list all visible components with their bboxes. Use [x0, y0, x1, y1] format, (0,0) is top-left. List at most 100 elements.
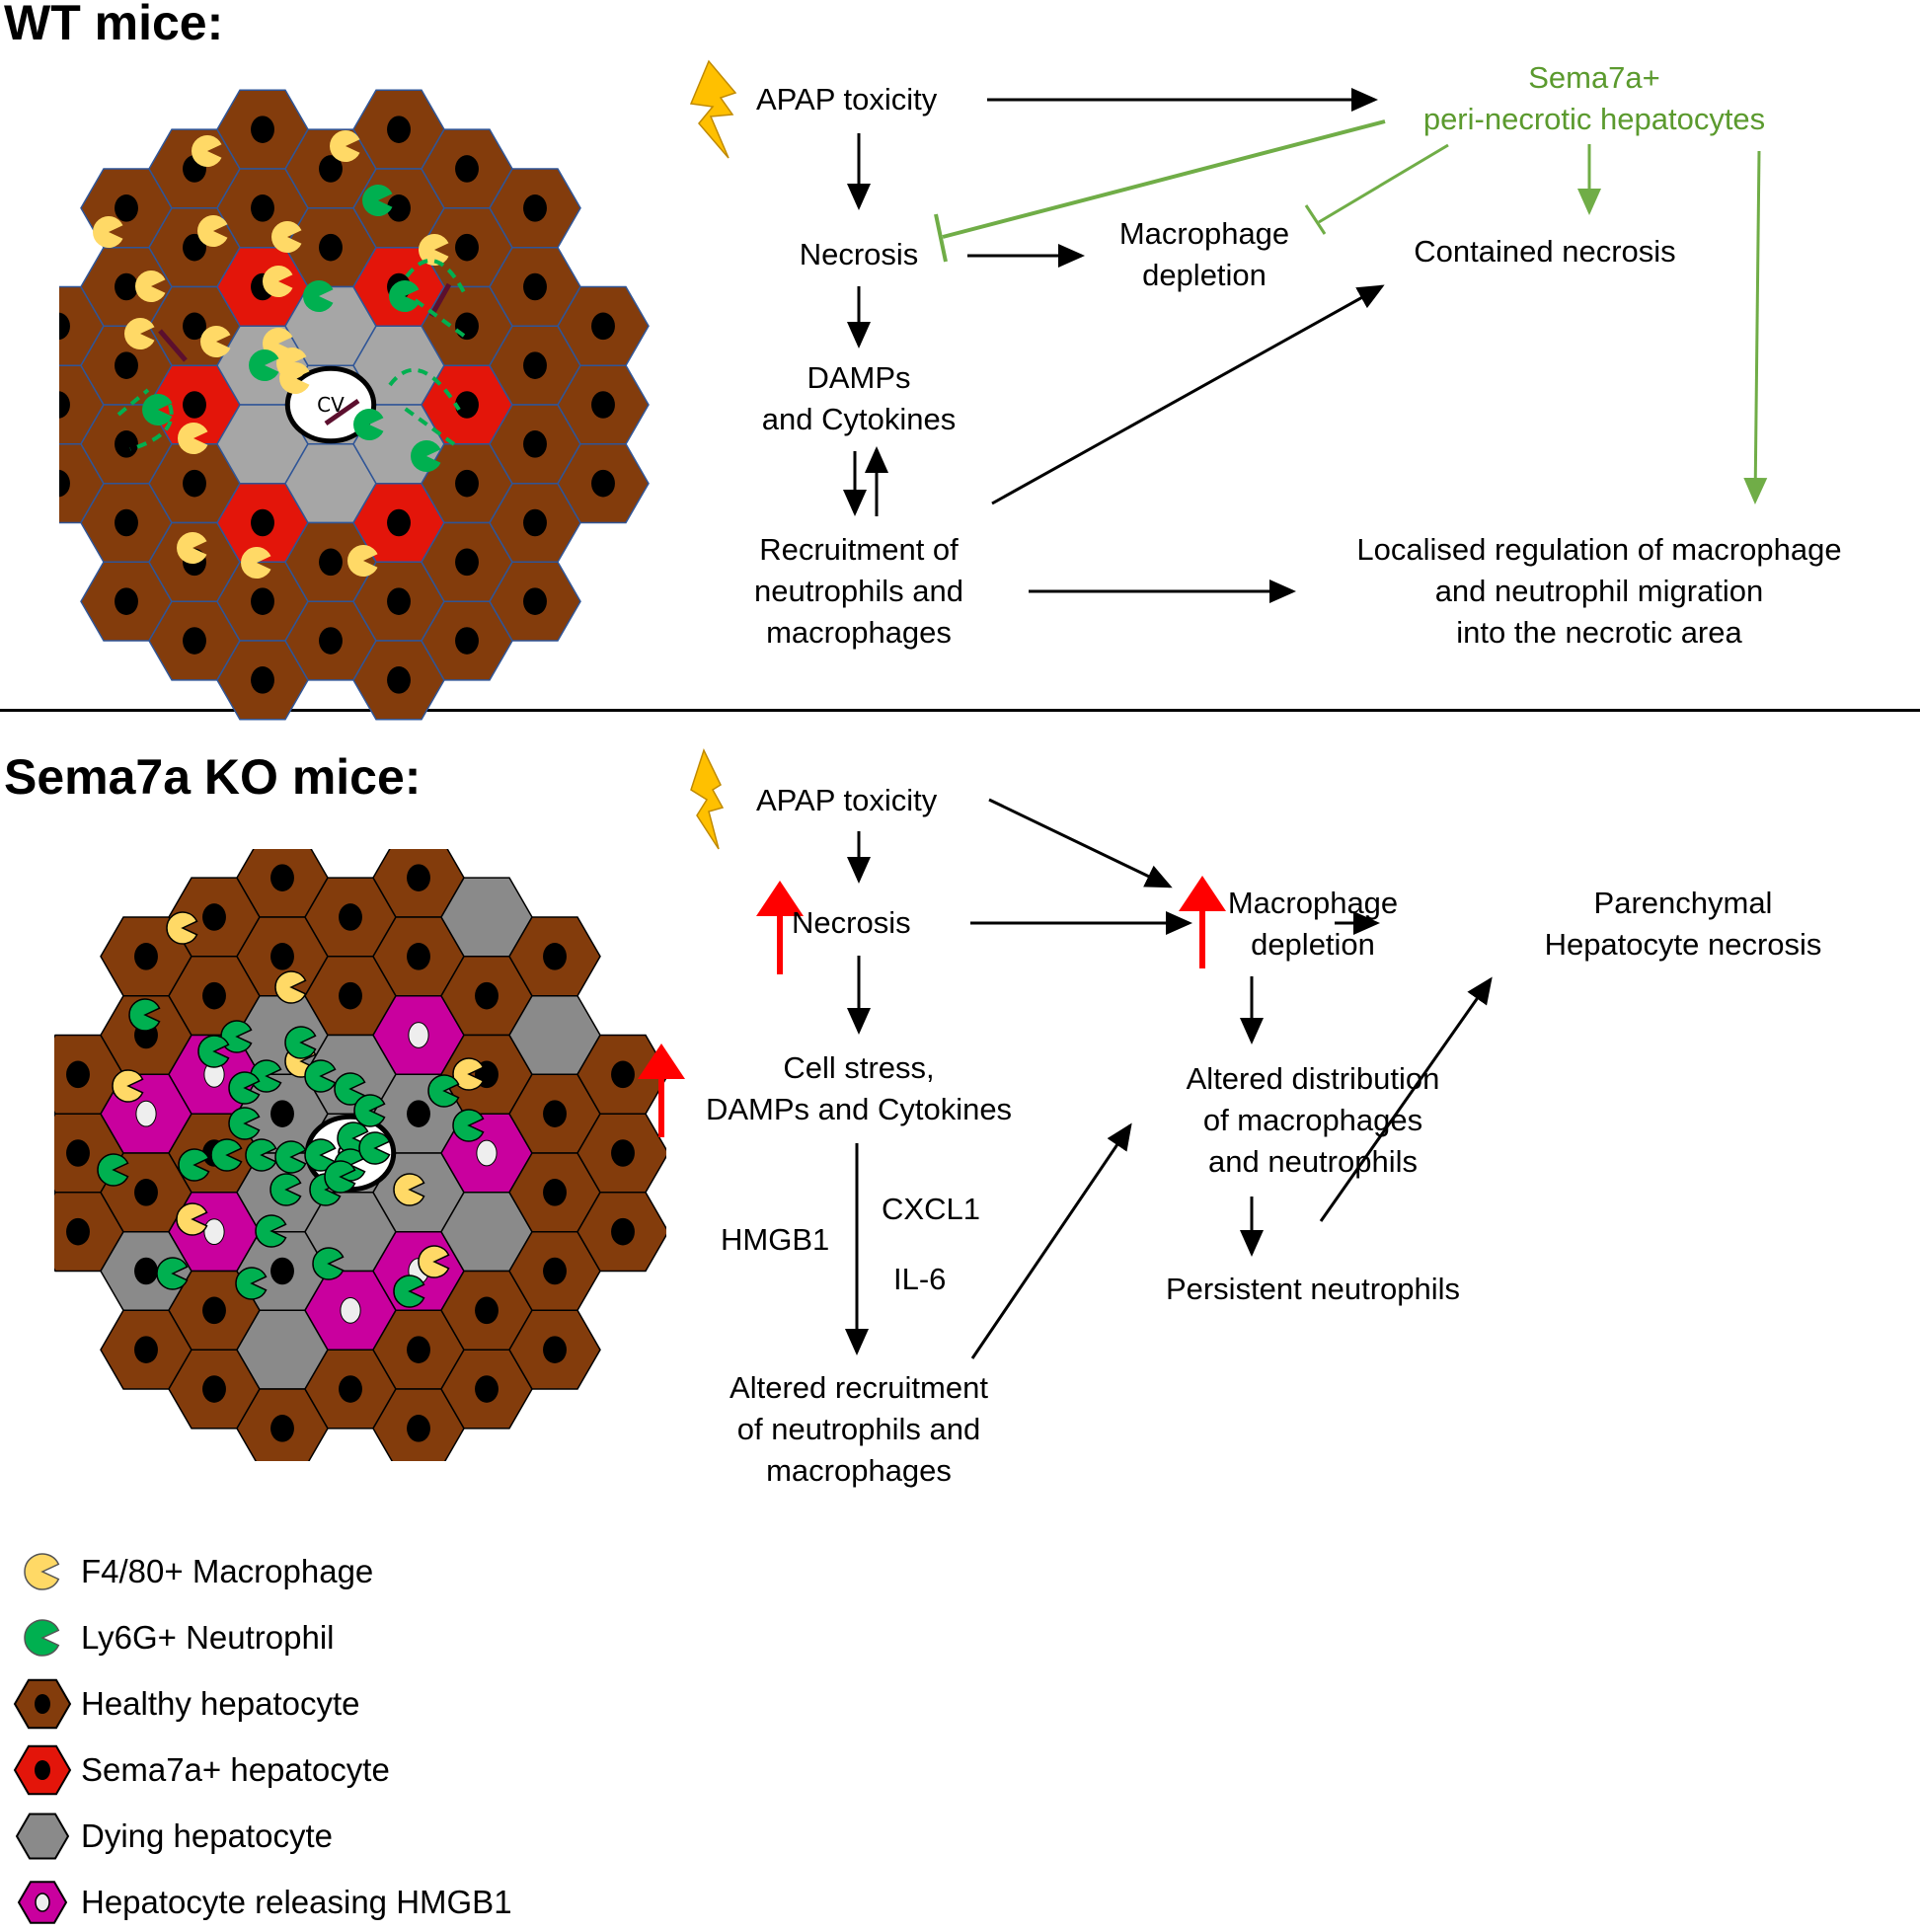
- macrophage-cell: [178, 423, 208, 454]
- neutrophil-cell: [452, 1109, 485, 1142]
- node-text: Macrophage: [1227, 886, 1399, 920]
- inhibit-bar: [934, 213, 948, 263]
- nucleus: [387, 666, 411, 694]
- nucleus: [407, 1100, 430, 1127]
- macrophage-cell: [192, 135, 222, 167]
- neutrophil-cell: [228, 1107, 261, 1140]
- nucleus: [455, 391, 479, 419]
- nucleus: [251, 116, 274, 143]
- node-ko-cell-stress: Cell stress, DAMPs and Cytokines: [671, 1047, 1046, 1130]
- macrophage-cell: [177, 532, 207, 564]
- nucleus: [202, 1296, 226, 1325]
- node-text: Recruitment of: [759, 532, 959, 567]
- neutrophil-cell: [142, 394, 173, 425]
- neutrophil-cell: [269, 1173, 302, 1206]
- node-text: DAMPs and Cytokines: [705, 1092, 1013, 1126]
- macrophage-cell: [112, 1069, 144, 1103]
- label-hmgb1: HMGB1: [721, 1222, 830, 1257]
- arrow-sema7a-to-localised: [1743, 150, 1768, 504]
- arrow-ko-altered-rec-to-dist: [970, 1122, 1132, 1359]
- nucleus: [387, 116, 411, 143]
- node-text: DAMPs: [806, 360, 911, 395]
- node-ko-apap-toxicity: APAP toxicity: [756, 783, 938, 817]
- nucleus: [455, 548, 479, 577]
- nucleus: [611, 1060, 635, 1089]
- legend-label: Dying hepatocyte: [81, 1817, 333, 1854]
- nucleus: [455, 233, 479, 262]
- nucleus: [251, 587, 274, 615]
- inhibit-sema7a-macro: [1318, 143, 1449, 224]
- nucleus: [455, 627, 479, 655]
- legend-label: F4/80+ Macrophage: [81, 1553, 374, 1589]
- nucleus: [319, 155, 343, 183]
- nucleus: [115, 508, 138, 537]
- node-text: and neutrophil migration: [1434, 574, 1764, 608]
- macrophage-cell: [419, 234, 449, 266]
- node-text: neutrophils and: [754, 574, 963, 608]
- nucleus: [543, 1100, 567, 1127]
- node-text: Altered distribution: [1186, 1061, 1440, 1096]
- macrophage-cell: [274, 970, 307, 1004]
- neutrophil-cell: [178, 1148, 210, 1182]
- ko-liver-lobule-illustration: CV: [54, 849, 666, 1461]
- neutrophil-cell: [303, 280, 334, 312]
- node-wt-localised-regulation: Localised regulation of macrophage and n…: [1313, 529, 1885, 654]
- nucleus: [523, 430, 547, 458]
- neutrophil-cell: [128, 998, 161, 1032]
- nucleus: [270, 1257, 294, 1285]
- neutrophil-cell: [393, 1275, 425, 1308]
- macrophage-cell: [176, 1202, 208, 1236]
- legend-item: Ly6G+ Neutrophil: [10, 1608, 335, 1667]
- node-text: into the necrotic area: [1456, 615, 1742, 650]
- nucleus: [134, 943, 158, 970]
- legend-item: F4/80+ Macrophage: [10, 1542, 373, 1601]
- nucleus: [115, 194, 138, 222]
- nucleus: [387, 587, 411, 615]
- nucleus: [407, 943, 430, 970]
- migration-path: [398, 403, 456, 446]
- nucleus: [339, 1375, 362, 1403]
- nucleus: [523, 587, 547, 615]
- neutrophil-cell: [361, 185, 393, 216]
- nucleus: [202, 1375, 226, 1403]
- nucleus: [591, 312, 615, 341]
- wt-liver-lobule-illustration: CV: [59, 89, 650, 721]
- dying-hepatocyte-icon: [15, 1813, 70, 1860]
- nucleus: [475, 1375, 499, 1403]
- lightning-bolt-icon: [690, 747, 725, 850]
- legend-label: Ly6G+ Neutrophil: [81, 1619, 335, 1656]
- healthy-hepatocyte-icon: [13, 1678, 72, 1730]
- node-wt-necrosis: Necrosis: [799, 237, 919, 271]
- nucleus: [591, 391, 615, 419]
- neutrophil-cell: [358, 1131, 391, 1165]
- nucleus: [115, 587, 138, 615]
- nucleus: [134, 1257, 158, 1285]
- node-wt-damps-cytokines: DAMPs and Cytokines: [745, 357, 972, 440]
- nucleus: [455, 155, 479, 183]
- node-text: Sema7a+: [1528, 60, 1660, 95]
- barrier-line: [158, 329, 188, 362]
- macrophage-cell: [452, 1057, 485, 1091]
- nucleus: [183, 627, 206, 655]
- nucleus: [115, 430, 138, 458]
- nucleus: [387, 194, 411, 222]
- macrophage-cell: [393, 1173, 425, 1206]
- label-il6: IL-6: [893, 1262, 947, 1296]
- neutrophil-cell: [255, 1214, 287, 1248]
- nucleus: [66, 1217, 90, 1246]
- node-text: macrophages: [766, 615, 952, 650]
- neutrophil-cell: [197, 1035, 230, 1068]
- node-wt-recruitment: Recruitment of neutrophils and macrophag…: [726, 529, 992, 654]
- nucleus: [591, 469, 615, 498]
- migration-path: [408, 294, 466, 338]
- nucleus: [270, 1100, 294, 1127]
- lightning-bolt-icon: [689, 59, 737, 159]
- migration-path: [116, 388, 150, 417]
- nucleus: [134, 1179, 158, 1206]
- nucleus: [270, 864, 294, 891]
- node-ko-macrophage-depletion: Macrophage depletion: [1209, 883, 1417, 966]
- node-text: Macrophage: [1118, 216, 1290, 251]
- node-text: and Cytokines: [761, 402, 957, 436]
- nucleus: [387, 508, 411, 537]
- node-text: peri-necrotic hepatocytes: [1422, 102, 1766, 136]
